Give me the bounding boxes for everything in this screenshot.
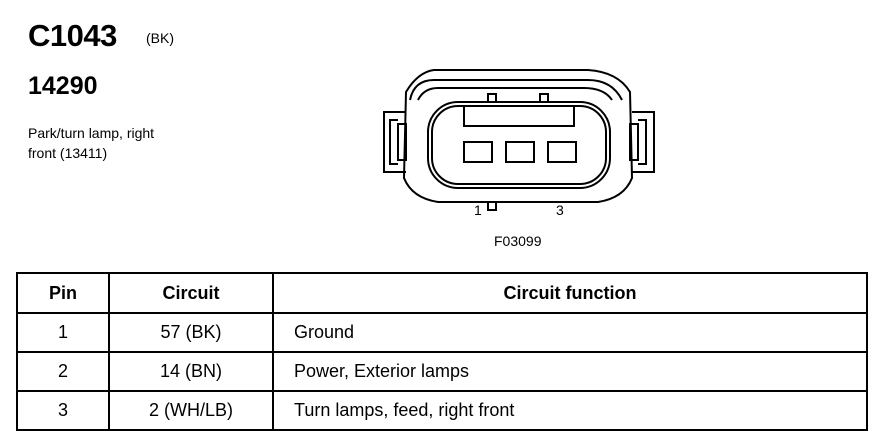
- connector-outline: [383, 69, 655, 211]
- table-header-row: Pin Circuit Circuit function: [16, 272, 868, 314]
- pin-cell: 1: [16, 312, 110, 353]
- table-row: 1 57 (BK) Ground: [16, 312, 868, 353]
- table-row: 3 2 (WH/LB) Turn lamps, feed, right fron…: [16, 390, 868, 431]
- pin-cell: 2: [16, 351, 110, 392]
- circuit-cell: 2 (WH/LB): [108, 390, 274, 431]
- pin-cavity-2: [505, 141, 535, 163]
- connector-color: (BK): [146, 30, 174, 46]
- connector-face-diagram: [383, 69, 655, 211]
- component-description-line1: Park/turn lamp, right: [28, 125, 155, 141]
- component-description-line2: front (13411): [28, 145, 108, 161]
- header-circuit-function: Circuit function: [272, 272, 868, 314]
- header-circuit: Circuit: [108, 272, 274, 314]
- pin-cavity-1: [463, 141, 493, 163]
- figure-code: F03099: [494, 233, 542, 249]
- pin3-label: 3: [556, 202, 564, 218]
- connector-id: C1043: [28, 18, 117, 53]
- circuit-cell: 57 (BK): [108, 312, 274, 353]
- part-number: 14290: [28, 72, 98, 100]
- pin1-label: 1: [474, 202, 482, 218]
- function-cell: Power, Exterior lamps: [272, 351, 868, 392]
- pinout-table: Pin Circuit Circuit function 1 57 (BK) G…: [16, 272, 868, 431]
- table-row: 2 14 (BN) Power, Exterior lamps: [16, 351, 868, 392]
- function-cell: Ground: [272, 312, 868, 353]
- header-pin: Pin: [16, 272, 110, 314]
- circuit-cell: 14 (BN): [108, 351, 274, 392]
- pin-cavity-3: [547, 141, 577, 163]
- function-cell: Turn lamps, feed, right front: [272, 390, 868, 431]
- pin-cell: 3: [16, 390, 110, 431]
